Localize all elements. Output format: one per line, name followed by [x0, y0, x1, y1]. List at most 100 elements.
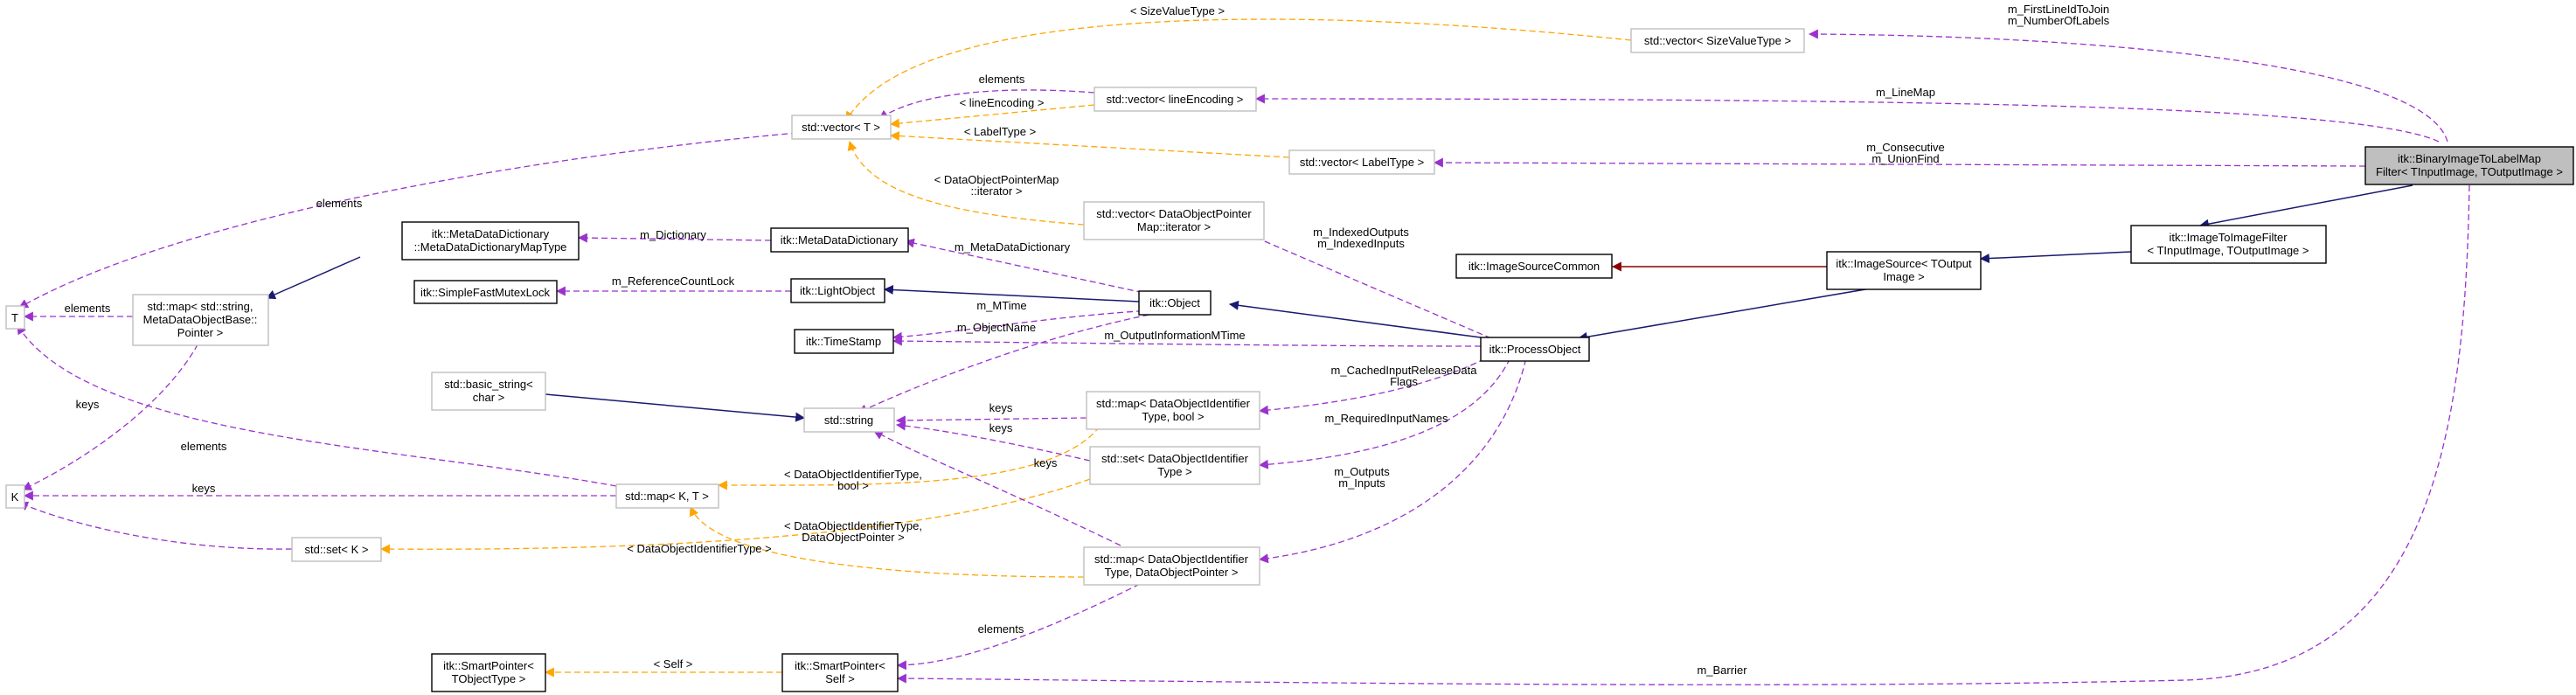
edge-label-meta-dictionary: m_MetaDataDictionary	[955, 240, 1071, 254]
node-vector-t[interactable]: std::vector< T >	[791, 115, 892, 140]
edge-label-keys-ptr: keys	[1034, 456, 1058, 469]
edge-label-dopm-iter: < DataObjectPointerMap::iterator >	[934, 173, 1059, 198]
svg-text:std::vector< lineEncoding >: std::vector< lineEncoding >	[1107, 93, 1244, 106]
edge-label-keys-kt: keys	[192, 482, 216, 495]
node-process-object[interactable]: itk::ProcessObject	[1480, 337, 1590, 362]
edge-inherit-imgsrc-imgtoimg	[1979, 251, 2132, 264]
svg-text:std::set< DataObjectIdentifier: std::set< DataObjectIdentifierType >	[1101, 452, 1249, 478]
svg-text:T: T	[11, 311, 18, 324]
edge-inherit-light-object	[883, 284, 1140, 302]
node-smart-pointer-tobjecttype[interactable]: itk::SmartPointer<TObjectType >	[431, 653, 546, 692]
svg-text:std::vector< T >: std::vector< T >	[802, 121, 880, 134]
edge-label-required: m_RequiredInputNames	[1325, 412, 1448, 425]
edge-use-k-mapstr-keys	[22, 326, 207, 490]
edge-label-label-type: < LabelType >	[964, 125, 1036, 138]
edge-use-vecline-binary	[1254, 94, 2440, 142]
edge-templ-mapdoiptr-mapkt	[689, 505, 1085, 578]
node-metadatadictionary[interactable]: itk::MetaDataDictionary	[770, 227, 909, 253]
edge-templ-mapdoibool-mapkt	[717, 426, 1101, 490]
edge-label-keys-set: keys	[989, 421, 1013, 434]
node-simple-fast-mutex-lock[interactable]: itk::SimpleFastMutexLock	[413, 280, 558, 304]
node-image-to-image-filter[interactable]: itk::ImageToImageFilter< TInputImage, TO…	[2130, 225, 2327, 264]
node-map-k-t[interactable]: std::map< K, T >	[615, 483, 719, 509]
edge-use-vect-vecline-elements	[878, 89, 1095, 120]
edge-use-timestamp-object	[892, 309, 1153, 342]
svg-text:std::vector< LabelType >: std::vector< LabelType >	[1300, 156, 1424, 169]
edge-inherit-imgtoimg-binary	[2198, 184, 2413, 229]
svg-text:std::map< DataObjectIdentifier: std::map< DataObjectIdentifierType, bool…	[1096, 397, 1251, 423]
svg-text:std::basic_string<char >: std::basic_string<char >	[444, 378, 533, 404]
edge-use-vecdopm-process	[1234, 227, 1492, 339]
svg-text:std::map< DataObjectIdentifier: std::map< DataObjectIdentifierType, Data…	[1094, 553, 1249, 579]
edge-label-object-name: m_ObjectName	[957, 321, 1036, 334]
node-basic-string[interactable]: std::basic_string<char >	[431, 372, 546, 411]
edge-label-self: < Self >	[654, 657, 693, 671]
edge-label-size-value-type: < SizeValueType >	[1130, 4, 1225, 17]
edge-label-dictionary: m_Dictionary	[640, 228, 706, 241]
node-object[interactable]: itk::Object	[1138, 290, 1212, 316]
node-set-k[interactable]: std::set< K >	[291, 537, 382, 562]
edge-label-doi-bool: < DataObjectIdentifierType,bool >	[784, 468, 922, 492]
edge-label-elements-map: elements	[65, 302, 111, 315]
edge-inherit-process-imgsrc	[1577, 282, 1902, 342]
edge-use-spself-mapdoiptr	[896, 583, 1141, 671]
edge-label-ref-count: m_ReferenceCountLock	[612, 275, 735, 288]
svg-text:std::set< K >: std::set< K >	[305, 543, 369, 556]
svg-text:std::vector< SizeValueType >: std::vector< SizeValueType >	[1644, 34, 1791, 47]
svg-text:itk::ProcessObject: itk::ProcessObject	[1489, 343, 1581, 356]
edges	[17, 18, 2470, 685]
svg-text:itk::SmartPointer<TObjectType: itk::SmartPointer<TObjectType >	[443, 659, 534, 685]
node-vector-size-value-type[interactable]: std::vector< SizeValueType >	[1630, 28, 1805, 53]
edge-use-string-object	[858, 310, 1169, 414]
edge-use-mdd-object	[904, 238, 1153, 295]
svg-text:itk::ImageToImageFilter< TInpu: itk::ImageToImageFilter< TInputImage, TO…	[2147, 231, 2309, 257]
edge-use-vecsize-binary	[1808, 29, 2448, 142]
edge-templ-vecsize-vect	[845, 18, 1632, 122]
svg-text:std::string: std::string	[824, 414, 873, 427]
svg-text:itk::LightObject: itk::LightObject	[800, 284, 875, 297]
edge-label-mtime: m_MTime	[976, 299, 1026, 312]
edge-use-string-setdoi-keys	[895, 420, 1091, 462]
node-map-string-metadataobjectbase[interactable]: std::map< std::string,MetaDataObjectBase…	[132, 294, 269, 346]
node-smart-pointer-self[interactable]: itk::SmartPointer<Self >	[781, 653, 899, 692]
svg-text:itk::MetaDataDictionary: itk::MetaDataDictionary	[781, 233, 899, 247]
edge-use-string-mapdoibool-keys	[895, 415, 1087, 426]
node-metadatadictionary-maptype[interactable]: itk::MetaDataDictionary::MetaDataDiction…	[401, 221, 580, 261]
node-t[interactable]: T	[5, 305, 25, 330]
edge-inherit-mddmap-mapstr	[265, 256, 361, 300]
edge-use-timestamp-process	[892, 336, 1482, 347]
node-image-source-common[interactable]: itk::ImageSourceCommon	[1455, 254, 1613, 279]
edge-templ-setdoi-setk	[379, 478, 1091, 554]
node-k[interactable]: K	[5, 484, 25, 509]
node-light-object[interactable]: itk::LightObject	[790, 278, 885, 303]
edge-label-keys-mdd: keys	[76, 398, 100, 411]
node-vector-label-type[interactable]: std::vector< LabelType >	[1288, 149, 1435, 175]
node-std-string[interactable]: std::string	[803, 407, 895, 433]
edge-label-doi-type: < DataObjectIdentifierType >	[627, 542, 771, 555]
edge-templ-vecdopm-vect	[847, 140, 1085, 226]
edge-label-line-encoding: < lineEncoding >	[960, 96, 1045, 109]
node-vector-line-encoding[interactable]: std::vector< lineEncoding >	[1094, 87, 1257, 112]
edge-label-line-map: m_LineMap	[1876, 86, 1935, 99]
edge-use-setdoi-process	[1258, 349, 1515, 469]
node-timestamp[interactable]: itk::TimeStamp	[794, 329, 894, 354]
svg-text:itk::ImageSourceCommon: itk::ImageSourceCommon	[1469, 260, 1600, 273]
edge-use-veclabel-binary	[1433, 157, 2366, 168]
svg-text:itk::TimeStamp: itk::TimeStamp	[806, 335, 881, 348]
svg-text:std::vector< DataObjectPointer: std::vector< DataObjectPointerMap::itera…	[1096, 207, 1252, 233]
edge-use-k-setk-keys	[17, 501, 293, 550]
edge-use-mapdoibool-process	[1258, 349, 1503, 415]
edge-use-t-mapkt-elements	[17, 324, 617, 487]
svg-text:itk::SmartPointer<Self >: itk::SmartPointer<Self >	[795, 659, 885, 685]
edge-inherit-object-process	[1228, 300, 1482, 338]
